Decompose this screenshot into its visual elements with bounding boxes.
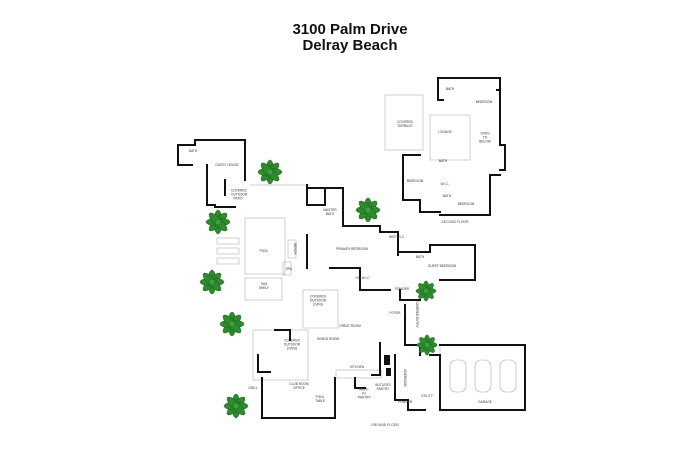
palm-tree-icon — [257, 159, 283, 185]
room-label: Bedroom — [457, 202, 475, 207]
room-label: Guest House — [215, 163, 239, 168]
room-label: Powder — [394, 287, 410, 292]
pool-outline — [244, 217, 286, 275]
palm-tree-icon — [205, 209, 231, 235]
room-label: Great Room — [339, 324, 361, 329]
room-label: Kitchen — [350, 365, 364, 370]
room-label: Grill — [248, 386, 258, 391]
covered-outdoor-living-outline — [302, 289, 339, 329]
room-label: Club Room Office — [289, 382, 309, 390]
palm-tree-icon — [355, 197, 381, 223]
palm-tree-icon — [416, 334, 438, 356]
room-label: Spa — [285, 267, 293, 272]
room-label: Bath — [415, 255, 425, 260]
room-label: Bath — [438, 159, 448, 164]
second-floor-label: Second Floor — [441, 220, 469, 224]
room-label: Walk-In Pantry — [358, 387, 371, 399]
bench-outline — [287, 239, 297, 259]
room-label: Bedroom — [406, 179, 424, 184]
room-label: Butler's Pantry — [375, 383, 391, 391]
room-label: Mudroom — [402, 369, 407, 387]
room-label: Garage — [478, 400, 492, 405]
room-label: Dining Room — [317, 337, 339, 342]
spa-outline — [282, 261, 292, 276]
room-label: W.I.C. — [440, 182, 450, 187]
room-label: Her W.I.C. — [388, 235, 406, 240]
plan-title: 3100 Palm Drive — [292, 21, 408, 38]
room-label: Covered Outdoor Patio — [231, 188, 248, 200]
room-label: Pool Table — [315, 395, 325, 403]
room-label: Lounge — [438, 130, 452, 135]
room-label: Bench — [292, 243, 297, 255]
palm-tree-icon — [199, 269, 225, 295]
room-label: Sun Shelf — [258, 282, 270, 290]
room-label: Master Bath — [323, 208, 337, 216]
room-label: Primary Bedroom — [336, 247, 368, 252]
room-label: Covered Outdoor Living — [309, 294, 327, 306]
room-label: Covered Terrace — [397, 120, 413, 128]
room-label: Powder — [397, 400, 413, 405]
room-label: Bath — [188, 149, 198, 154]
room-label: Bath — [442, 194, 452, 199]
palm-tree-icon — [223, 393, 249, 419]
walls — [177, 77, 526, 419]
room-label: Bedroom — [475, 100, 493, 105]
palm-tree-icon — [415, 280, 437, 302]
sun-shelf-outline — [244, 277, 283, 301]
plan-subtitle: Delray Beach — [302, 37, 398, 54]
room-label: Foyer — [389, 311, 401, 316]
room-label: Covered Outdoor Living — [283, 338, 301, 350]
room-label: Covered Entry — [414, 300, 419, 328]
ground-floor-label: Ground Floor — [371, 423, 399, 427]
garage-cars — [449, 359, 517, 393]
room-label: Bath — [445, 87, 455, 92]
palm-tree-icon — [219, 311, 245, 337]
room-label: Utility — [421, 394, 433, 399]
room-label: Open to Below — [479, 131, 491, 143]
room-label: Pool — [259, 249, 269, 254]
room-label: His W.I.C. — [355, 276, 371, 281]
room-label: Guest Bedroom — [427, 264, 457, 269]
